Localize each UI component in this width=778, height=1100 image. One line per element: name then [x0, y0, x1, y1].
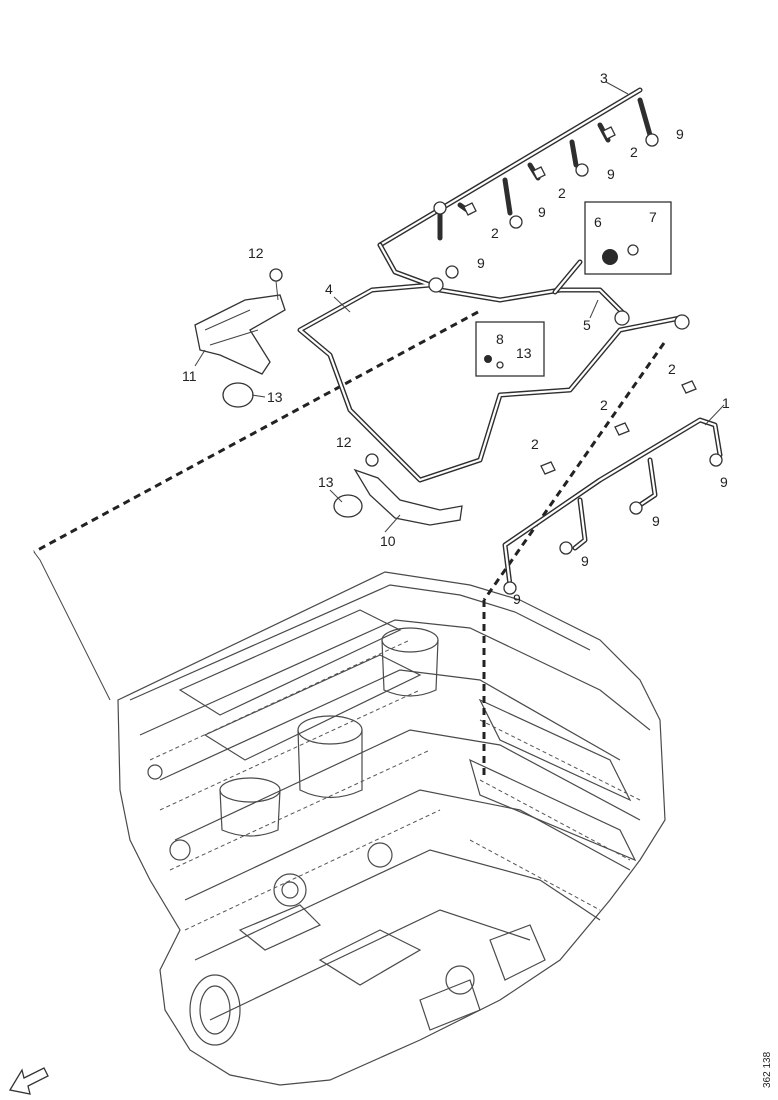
label-9: 9: [607, 166, 615, 182]
label-13: 13: [318, 474, 334, 490]
label-11: 11: [182, 368, 197, 384]
bracket-11: [194, 268, 286, 375]
label-1: 1: [722, 395, 730, 411]
label-9: 9: [538, 204, 546, 220]
label-9: 9: [652, 513, 660, 529]
label-9: 9: [513, 591, 521, 607]
callout-labels: 1 2 2 2 2 2 2 3 4 5 6 7 8 9 9 9 9 9 9 9 …: [182, 70, 730, 607]
label-10: 10: [380, 533, 396, 549]
leader-lines: [194, 81, 725, 533]
label-9: 9: [581, 553, 589, 569]
label-8: 8: [496, 331, 504, 347]
o-rings: [222, 382, 363, 518]
label-4: 4: [325, 281, 333, 297]
label-2: 2: [630, 144, 638, 160]
label-9: 9: [477, 255, 485, 271]
label-2: 2: [531, 436, 539, 452]
orientation-arrow-icon: [8, 1067, 49, 1095]
bracket-10: [353, 453, 463, 526]
label-2: 2: [491, 225, 499, 241]
label-2: 2: [600, 397, 608, 413]
detail-box-6-7: [584, 201, 672, 275]
label-5: 5: [583, 317, 591, 333]
detail-box-8-13: [475, 321, 545, 377]
label-9: 9: [720, 474, 728, 490]
label-13: 13: [267, 389, 283, 405]
label-12: 12: [248, 245, 264, 261]
routing-dashed-lines: [33, 310, 666, 780]
label-6: 6: [594, 214, 602, 230]
label-13: 13: [516, 345, 532, 361]
label-2: 2: [668, 361, 676, 377]
fuel-pipe-assembly: [297, 87, 723, 588]
engine-block: [117, 571, 666, 1086]
label-3: 3: [600, 70, 608, 86]
pipe-clamps: [463, 126, 697, 475]
label-7: 7: [649, 209, 657, 225]
pipe-fittings: [428, 133, 723, 595]
label-12: 12: [336, 434, 352, 450]
reference-code: 362 138: [762, 1051, 773, 1088]
label-9: 9: [676, 126, 684, 142]
label-2: 2: [558, 185, 566, 201]
